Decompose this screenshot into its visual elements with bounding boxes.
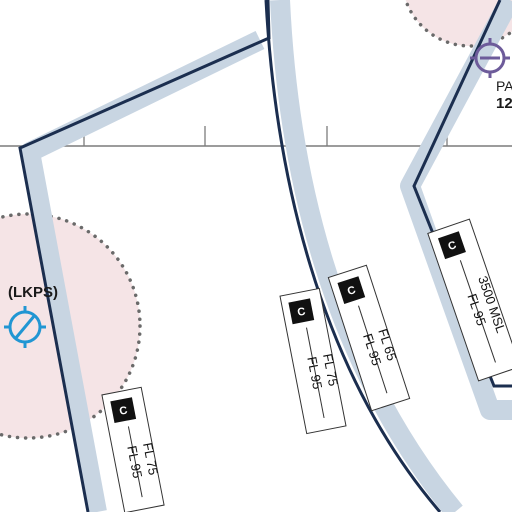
route-box-divider [358, 305, 388, 394]
airspace-class-letter: C [447, 239, 458, 253]
airspace-class-letter: C [118, 404, 128, 417]
route-box-divider [459, 260, 496, 363]
airspace-class-badge [437, 231, 466, 260]
airspace-class-badge [288, 298, 315, 325]
route-box-3[interactable]: C FL 95 FL 65 [327, 264, 412, 412]
lower-altitude-label: FL 75 [320, 352, 341, 387]
upper-altitude-label: FL 95 [304, 355, 325, 390]
airspace-class-badge [337, 276, 366, 304]
airspace-class-letter: C [346, 284, 357, 298]
airport-marker-icon [470, 38, 510, 78]
route-box-1[interactable]: C FL 95 FL 75 [101, 386, 167, 512]
airport-lkps[interactable]: (LKPS) [4, 284, 58, 348]
route-box-2[interactable]: C FL 95 FL 75 [279, 287, 349, 435]
airport-lkps-label: (LKPS) [8, 284, 58, 301]
airport-pa[interactable]: PA 12 [470, 38, 512, 112]
route-box-4[interactable]: C FL 95 3500 MSL [427, 218, 512, 382]
airport-zone-pa-border [403, 0, 512, 48]
airspace-class-badge [110, 397, 137, 424]
airport-pa-code: 12 [496, 95, 512, 112]
airspace-class-letter: C [296, 306, 306, 319]
route-line-center [264, 0, 442, 512]
airport-marker-icon [4, 306, 46, 348]
airport-pa-label: PA [496, 78, 512, 94]
route-box-divider [127, 426, 143, 498]
route-box-divider [306, 327, 325, 419]
upper-altitude-label: FL 95 [124, 444, 145, 479]
corridor-center [270, 0, 463, 512]
airport-zone-lkps-border [0, 212, 142, 440]
lower-altitude-label: FL 75 [140, 441, 161, 476]
